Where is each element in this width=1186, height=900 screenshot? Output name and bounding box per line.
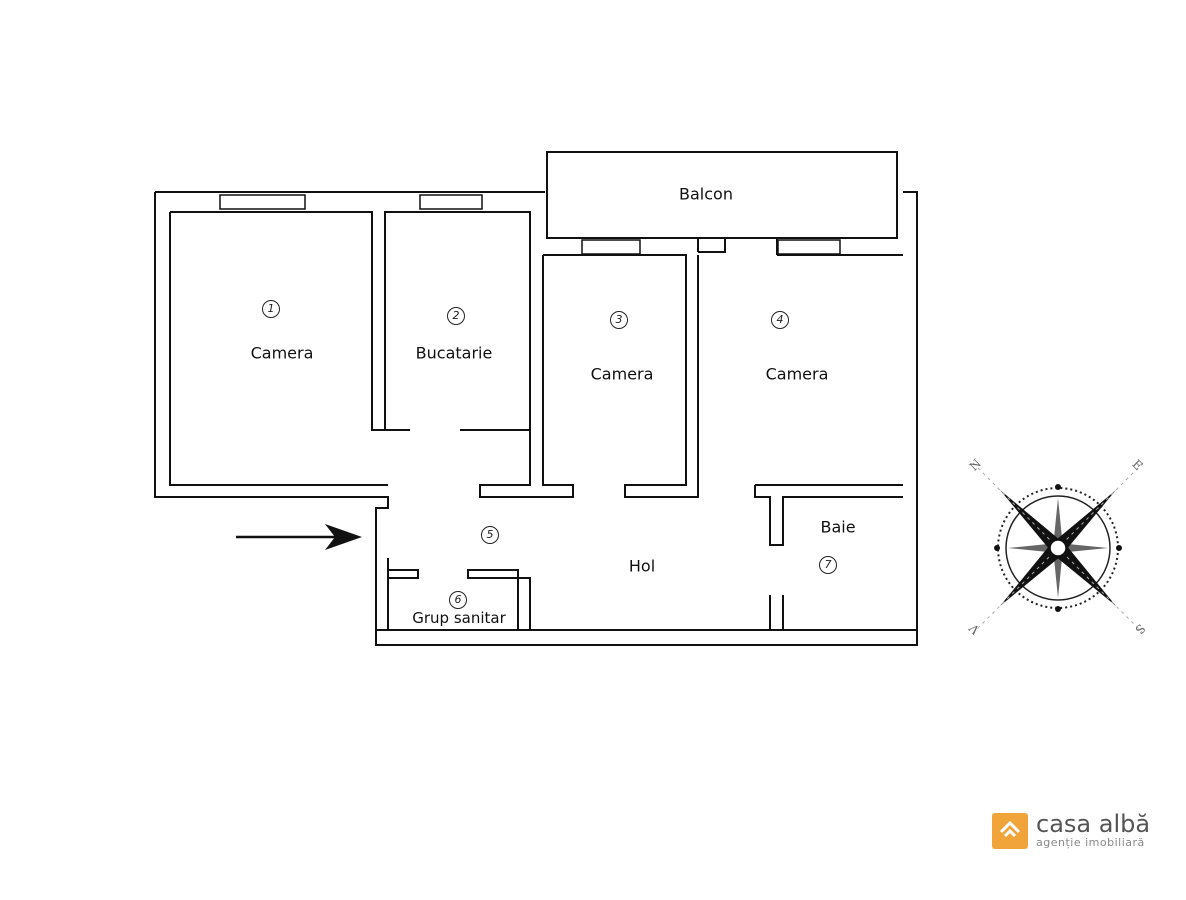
room-label: Grup sanitar: [412, 609, 506, 627]
entry-arrow: [236, 524, 362, 550]
room-number: 2: [447, 307, 465, 325]
walls: [154, 151, 918, 646]
brand-name: casa albă: [1036, 810, 1151, 838]
hall-label: Hol: [628, 556, 656, 576]
room-label: Camera: [765, 364, 829, 384]
room-number: 6: [449, 591, 467, 609]
windows: [219, 194, 841, 255]
room-label: Camera: [590, 364, 654, 384]
room-number: 3: [610, 311, 628, 329]
agency-logo: casa albă agenție imobiliară: [992, 812, 1150, 849]
room-number: 1: [262, 300, 280, 318]
compass-rose: [972, 462, 1144, 634]
room-number: 5: [481, 526, 499, 544]
room-label: Camera: [250, 343, 314, 363]
balcony-label: Balcon: [679, 184, 733, 204]
house-icon: [992, 812, 1028, 849]
room-number: 7: [819, 556, 837, 574]
room-label: Baie: [820, 517, 856, 537]
room-label: Bucatarie: [415, 343, 493, 363]
brand-tagline: agenție imobiliară: [1036, 836, 1145, 849]
room-number: 4: [771, 311, 789, 329]
